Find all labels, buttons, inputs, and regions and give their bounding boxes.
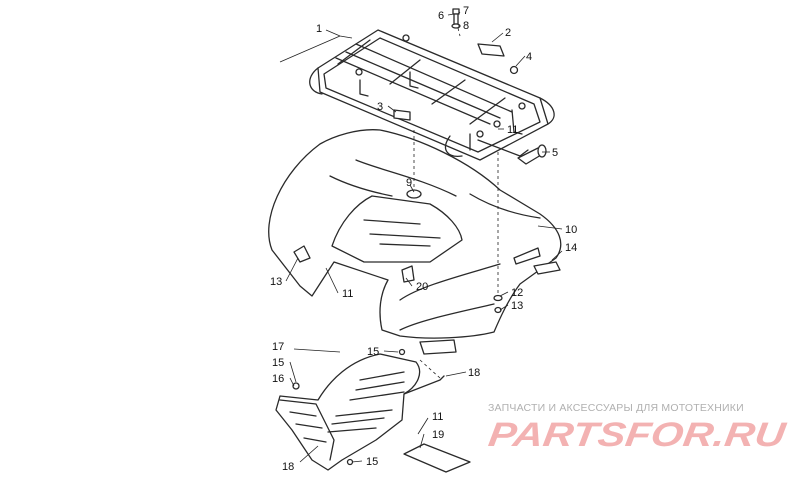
watermark-logo: PARTSFOR.RU bbox=[486, 416, 789, 454]
callout-20: 20 bbox=[416, 281, 428, 293]
callout-15-left: 15 bbox=[272, 357, 284, 369]
callout-12: 12 bbox=[511, 287, 523, 299]
callout-11-rack: 11 bbox=[507, 124, 518, 136]
watermark-subtitle: ЗАПЧАСТИ И АКСЕССУАРЫ ДЛЯ МОТОТЕХНИКИ bbox=[488, 402, 744, 414]
callout-18-right: 18 bbox=[468, 367, 480, 379]
footwell bbox=[275, 353, 445, 471]
callout-2: 2 bbox=[505, 27, 511, 39]
screw-15b bbox=[346, 458, 354, 466]
callout-labels: 1 2 3 4 5 6 7 8 9 10 11 11 11 12 13 13 1… bbox=[270, 5, 577, 473]
step-19 bbox=[403, 443, 471, 473]
rear-fender bbox=[268, 129, 562, 355]
callout-1: 1 bbox=[316, 23, 322, 35]
decal-14 bbox=[533, 261, 561, 275]
callout-11-footwell: 11 bbox=[432, 411, 443, 423]
callout-9: 9 bbox=[406, 177, 412, 189]
callout-15-top: 15 bbox=[367, 346, 379, 358]
callout-15-bottom: 15 bbox=[366, 456, 378, 468]
decal-2 bbox=[477, 43, 505, 57]
washer-12 bbox=[493, 294, 503, 302]
nut-16 bbox=[292, 382, 300, 390]
decal-3 bbox=[393, 109, 411, 121]
callout-11-fender: 11 bbox=[342, 288, 353, 300]
callout-17: 17 bbox=[272, 341, 284, 353]
leader-lines bbox=[279, 11, 563, 463]
callout-7: 7 bbox=[463, 5, 469, 17]
rear-rack bbox=[309, 29, 555, 161]
callout-13-left: 13 bbox=[270, 276, 282, 288]
callout-10: 10 bbox=[565, 224, 577, 236]
screw-15 bbox=[398, 348, 406, 356]
callout-5: 5 bbox=[552, 147, 558, 159]
nut-13 bbox=[494, 306, 502, 314]
callout-14: 14 bbox=[565, 242, 577, 254]
callout-6: 6 bbox=[438, 10, 444, 22]
callout-13-right: 13 bbox=[511, 300, 523, 312]
screw-6 bbox=[451, 8, 461, 29]
callout-4: 4 bbox=[526, 51, 532, 63]
watermark-logo-text: PARTSFOR.RU bbox=[486, 416, 789, 454]
callout-16: 16 bbox=[272, 373, 284, 385]
callout-3: 3 bbox=[377, 101, 383, 113]
callout-8: 8 bbox=[463, 20, 469, 32]
callout-18-left: 18 bbox=[282, 461, 294, 473]
callout-19: 19 bbox=[432, 429, 444, 441]
